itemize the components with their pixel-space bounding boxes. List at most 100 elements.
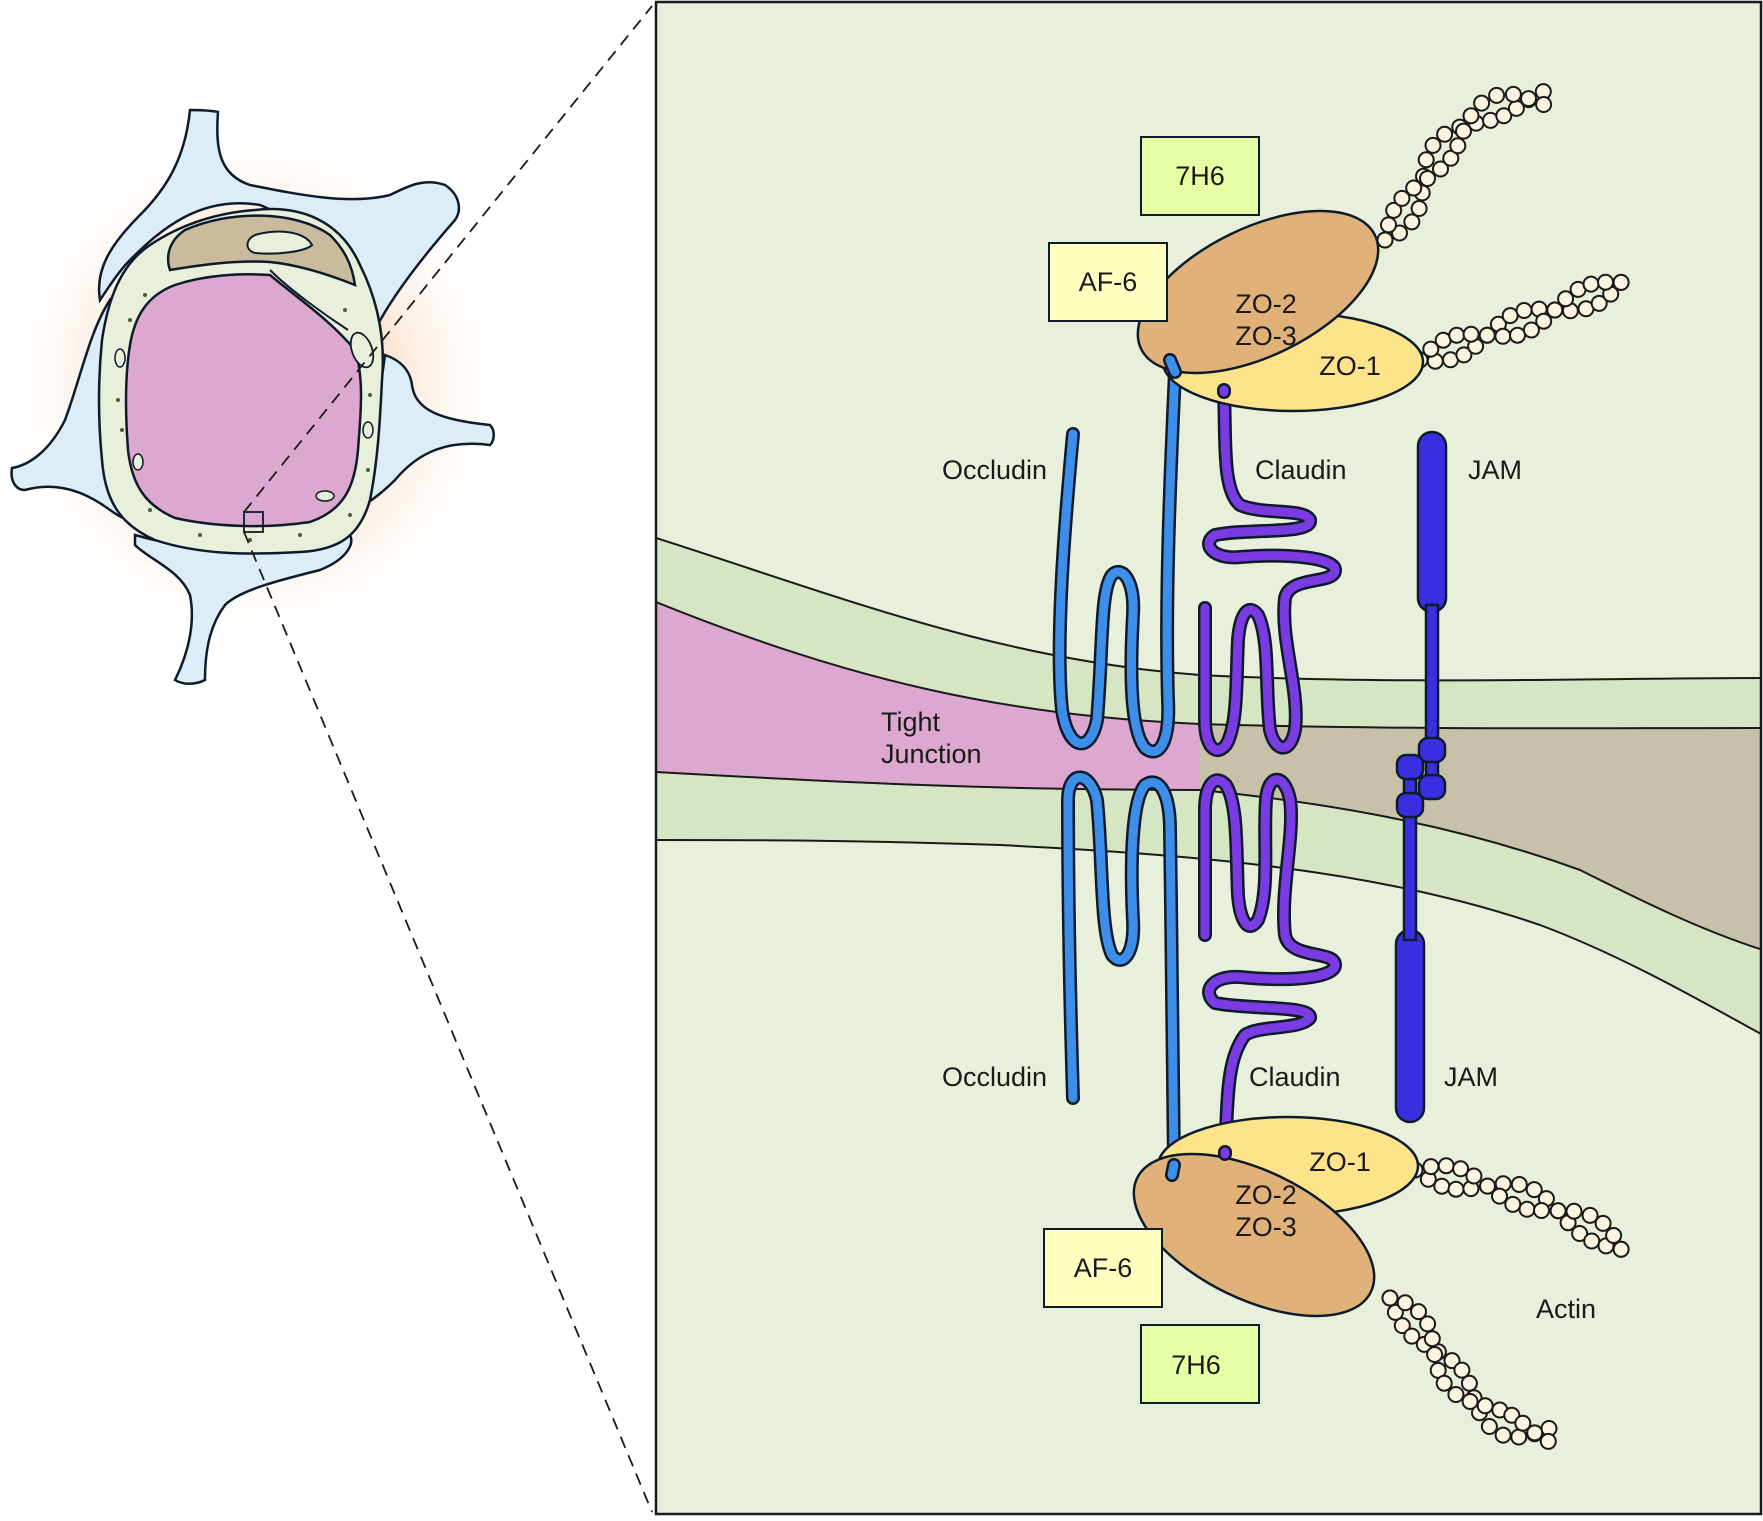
actin-bead <box>1476 1397 1494 1415</box>
actin-bead <box>1535 312 1553 330</box>
label-af6-top: AF-6 <box>1079 267 1138 297</box>
labels: 7H6 AF-6 AF-6 7H6 ZO-2 ZO-3 ZO-1 ZO-1 ZO… <box>881 161 1596 1380</box>
actin-bead <box>1396 1294 1414 1312</box>
tight-junction-panel <box>654 0 1763 1516</box>
label-zo3-top: ZO-3 <box>1235 321 1297 351</box>
occludin-top <box>1052 365 1182 759</box>
actin-bead <box>1546 301 1564 319</box>
actin-bead <box>1380 216 1397 234</box>
inner-cell-boundary <box>269 269 349 331</box>
actin-bead <box>1509 326 1526 344</box>
actin-bead <box>1455 346 1473 364</box>
panel-border <box>654 0 1763 1516</box>
box-7h6-top <box>1140 136 1260 216</box>
actin-bead <box>1385 201 1403 219</box>
actin-bead <box>1501 307 1519 325</box>
label-7h6-bottom: 7H6 <box>1171 1350 1221 1380</box>
actin-bead <box>1419 1315 1437 1333</box>
actin-bead <box>1432 160 1449 178</box>
actin-bead <box>1533 1202 1550 1219</box>
actin-bead <box>1581 1206 1599 1224</box>
actin-bead <box>1504 1195 1522 1213</box>
actin-bead <box>1442 149 1460 167</box>
actin-bead <box>1515 302 1533 319</box>
actin-bead <box>1460 1374 1478 1392</box>
label-zo3-bottom: ZO-3 <box>1235 1212 1297 1242</box>
actin-bead <box>1494 327 1512 345</box>
box-af6-top <box>1048 242 1168 322</box>
membrane-edge <box>656 839 1761 1036</box>
actin-bead <box>1478 326 1496 344</box>
actin-bead <box>1491 1187 1508 1205</box>
occludin-bottom <box>1061 770 1181 1172</box>
actin-bead <box>1504 85 1522 103</box>
label-zo1-bottom: ZO-1 <box>1309 1147 1371 1177</box>
actin-bead <box>1455 122 1472 140</box>
protein-termini <box>1163 353 1232 1182</box>
label-jam-bottom: JAM <box>1444 1062 1498 1092</box>
actin-bead <box>1423 1330 1441 1348</box>
actin-bead <box>1571 1225 1589 1242</box>
actin-bead <box>1462 107 1480 125</box>
mitochondrion <box>315 490 335 502</box>
label-occludin-bottom: Occludin <box>942 1062 1047 1092</box>
actin-bead <box>1419 170 1436 187</box>
membrane-edge <box>656 771 1761 951</box>
actin-bead <box>1565 1202 1583 1220</box>
actin-bead <box>1590 294 1608 312</box>
actin-bead <box>1447 1180 1465 1198</box>
actin-bead <box>1403 1327 1421 1345</box>
zoom-selection-box <box>243 511 264 533</box>
label-zo2-top: ZO-2 <box>1235 289 1297 319</box>
actin-bead <box>1594 1214 1612 1232</box>
actin-bead <box>1449 137 1467 155</box>
actin-bead <box>1381 1289 1399 1307</box>
actin-bead <box>1422 340 1440 358</box>
label-jam-top: JAM <box>1468 455 1522 485</box>
actin-bead <box>1612 1240 1630 1258</box>
actin-bead <box>1448 326 1466 344</box>
actin-bead <box>1522 321 1540 339</box>
actin-bead <box>1494 1426 1512 1444</box>
actin-bead <box>1410 1303 1427 1321</box>
actin-bead <box>1393 1317 1411 1335</box>
box-7h6-bottom <box>1140 1324 1260 1404</box>
actin-bead <box>1582 275 1600 293</box>
actin-bead <box>1539 1432 1557 1450</box>
actin-bead <box>1403 213 1421 231</box>
actin-bead <box>1514 1414 1532 1432</box>
jam-bottom <box>1394 753 1426 1124</box>
actin-bead <box>1480 1418 1498 1435</box>
actin-bead <box>1435 1374 1453 1392</box>
actin-bead <box>1410 200 1428 217</box>
box-af6-bottom <box>1043 1228 1163 1308</box>
claudin-bottom <box>1197 772 1342 1159</box>
actin-bead <box>1510 1428 1528 1446</box>
actin-bead <box>1518 1200 1536 1218</box>
label-tight-junction-2: Junction <box>881 739 982 769</box>
lumen-region <box>656 602 1200 790</box>
actin-bead <box>1520 90 1537 108</box>
nucleus-inner-organelle <box>246 230 314 255</box>
label-occludin-top: Occludin <box>942 455 1047 485</box>
actin-bead <box>1417 151 1435 169</box>
actin-bead <box>1495 107 1513 125</box>
capillary-cross-section <box>0 5 653 1513</box>
mitochondrion <box>114 348 126 368</box>
label-claudin-top: Claudin <box>1255 455 1347 485</box>
actin-bead <box>1447 1386 1465 1403</box>
mitochondrion <box>132 453 144 471</box>
actin-bead <box>1549 1202 1567 1220</box>
claudin-top <box>1197 385 1342 757</box>
actin-bead <box>1424 136 1442 154</box>
actin-bead <box>1433 1177 1451 1195</box>
intercellular-space <box>1200 724 1761 950</box>
label-7h6-top: 7H6 <box>1175 161 1225 191</box>
actin-bead <box>1557 290 1575 308</box>
zoom-line-bottom <box>243 531 653 1513</box>
actin-bead <box>1452 1160 1470 1178</box>
label-af6-bottom: AF-6 <box>1074 1253 1133 1283</box>
label-zo1-top: ZO-1 <box>1319 351 1381 381</box>
